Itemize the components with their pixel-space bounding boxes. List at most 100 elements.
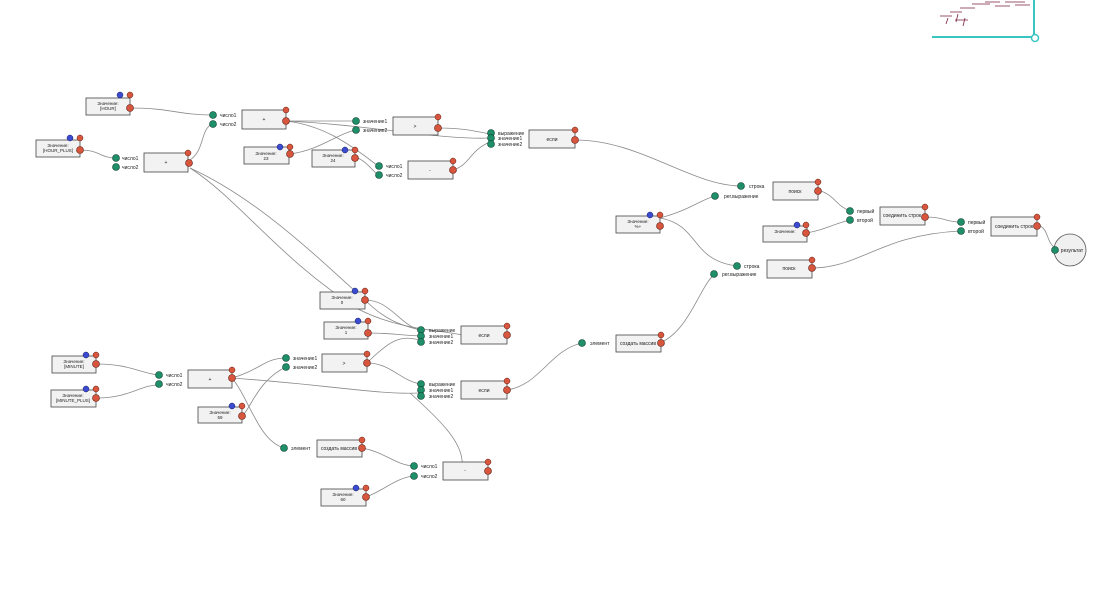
op-node-join-2[interactable]: соединить строк первый второй [957,213,1041,237]
output-port[interactable] [76,146,84,154]
output-port[interactable] [484,467,492,475]
op-node-join-1[interactable]: соединить строк первый второй [846,203,929,226]
value-node-0[interactable]: Значение:0 [319,287,369,310]
input-port[interactable] [375,162,383,170]
output-port[interactable] [286,150,294,158]
op-node-make-list-1[interactable]: создать массив элемент [578,331,665,353]
input-port[interactable] [410,462,418,470]
output-port[interactable] [434,124,442,132]
edit-icon[interactable] [793,221,801,229]
op-node-minus-min[interactable]: - число1 число2 [410,458,492,481]
close-icon[interactable] [1033,213,1041,221]
value-node-59[interactable]: Значение:59 [197,402,246,424]
close-icon[interactable] [503,377,511,385]
op-node-plus-hour2[interactable]: + число1 число2 [112,149,193,173]
close-icon[interactable] [76,134,84,142]
output-port[interactable] [1033,222,1041,230]
output-port[interactable] [921,213,929,221]
close-icon[interactable] [282,106,290,114]
output-port[interactable] [238,412,246,420]
output-port[interactable] [185,159,193,167]
input-port[interactable] [737,182,745,190]
op-node-plus-min[interactable]: + число1 число2 [155,366,236,389]
input-port[interactable] [846,207,854,215]
close-icon[interactable] [802,221,810,229]
edit-icon[interactable] [276,143,284,151]
close-icon[interactable] [657,331,665,339]
output-port[interactable] [358,444,366,452]
edit-icon[interactable] [351,287,359,295]
output-port[interactable] [92,360,100,368]
edit-icon[interactable] [646,211,654,219]
output-port[interactable] [364,329,372,337]
value-node-minute[interactable]: Значение:[MINUTE] [51,351,100,374]
close-icon[interactable] [449,157,457,165]
output-port[interactable] [808,264,816,272]
input-port[interactable] [352,126,360,134]
op-node-if-hour[interactable]: если выражение значение1 значение2 [487,126,579,149]
edit-icon[interactable] [354,317,362,325]
input-port[interactable] [410,472,418,480]
edit-icon[interactable] [66,134,74,142]
close-icon[interactable] [286,143,294,151]
input-port[interactable] [417,338,425,346]
value-node-colon[interactable]: Значение:%+ [615,211,664,234]
result-node[interactable]: результат [1051,233,1087,267]
input-port[interactable] [957,218,965,226]
close-icon[interactable] [571,126,579,134]
input-port[interactable] [282,363,290,371]
op-node-replace-min[interactable]: поиск строка рег.выражение [710,256,816,279]
op-node-replace-hour[interactable]: поиск строка рег.выражение [711,178,822,201]
close-icon[interactable] [184,149,192,157]
input-port[interactable] [352,117,360,125]
value-node-60[interactable]: Значение:60 [320,484,370,507]
value-node-hour[interactable]: Значение:[HOUR] [85,91,134,116]
output-port[interactable] [363,359,371,367]
output-port[interactable] [228,374,236,382]
close-icon[interactable] [358,436,366,444]
output-port[interactable] [362,493,370,501]
output-port[interactable] [571,136,579,144]
edit-icon[interactable] [341,146,349,154]
output-port[interactable] [814,187,822,195]
op-node-if-min-bottom[interactable]: если выражение значение1 значение2 [417,377,511,400]
close-icon[interactable] [92,351,100,359]
input-port[interactable] [417,392,425,400]
value-node-hour-plus[interactable]: Значение:[HOUR_PLUS] [35,134,84,158]
output-port[interactable] [351,154,359,162]
edit-icon[interactable] [116,91,124,99]
op-node-if-min-top[interactable]: если выражение значение1 значение2 [417,322,511,346]
close-icon[interactable] [362,484,370,492]
op-node-plus-hour[interactable]: + число1 число2 [209,106,290,130]
input-port[interactable] [1051,246,1059,254]
input-port[interactable] [957,227,965,235]
input-port[interactable] [282,354,290,362]
edit-icon[interactable] [228,402,236,410]
input-port[interactable] [487,140,495,148]
value-node-empty[interactable]: Значение: [762,221,810,243]
close-icon[interactable] [484,458,492,466]
input-port[interactable] [280,444,288,452]
output-port[interactable] [126,104,134,112]
close-icon[interactable] [361,287,369,295]
close-icon[interactable] [434,113,442,121]
value-node-24[interactable]: Значение:24 [311,146,359,168]
edit-icon[interactable] [82,351,90,359]
output-port[interactable] [656,222,664,230]
input-port[interactable] [112,154,120,162]
close-icon[interactable] [126,91,134,99]
edit-icon[interactable] [82,385,90,393]
close-icon[interactable] [238,402,246,410]
input-port[interactable] [209,111,217,119]
close-icon[interactable] [921,203,929,211]
input-port[interactable] [209,120,217,128]
input-port[interactable] [112,163,120,171]
op-node-gt-min[interactable]: > значение1 значение2 [282,350,371,373]
input-port[interactable] [578,339,586,347]
output-port[interactable] [503,386,511,394]
edit-icon[interactable] [352,484,360,492]
input-port[interactable] [710,270,718,278]
input-port[interactable] [155,380,163,388]
value-node-minute-plus[interactable]: Значение:[MINUTE_PLUS] [50,385,100,408]
